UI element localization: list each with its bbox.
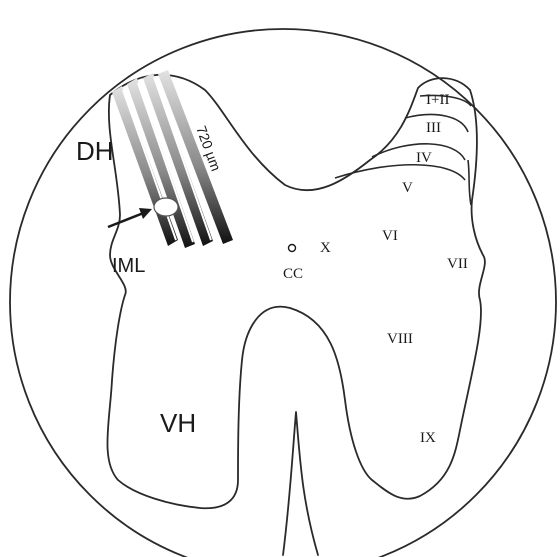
label-lamina-vii: VII [447,256,468,272]
label-lamina-iv: IV [416,150,432,166]
label-cc: CC [283,266,303,282]
label-lamina-viii: VIII [387,331,413,347]
label-lamina-x: X [320,240,331,256]
label-dh: DH [76,136,114,166]
label-lamina-v: V [402,180,413,196]
label-lamina-vi: VI [382,228,398,244]
label-vh: VH [160,408,196,438]
lamina-boundary-4 [335,165,465,180]
central-canal [289,245,296,252]
label-iml: IML [112,255,145,277]
ventral-median-fissure [283,412,318,555]
arrow-icon [108,208,152,227]
label-lamina-ix: IX [420,430,436,446]
lamina-boundary-5 [468,160,471,205]
label-lamina-iii: III [426,120,441,136]
recording-site-marker [154,198,178,216]
label-lamina-i-ii: I+II [426,92,449,108]
